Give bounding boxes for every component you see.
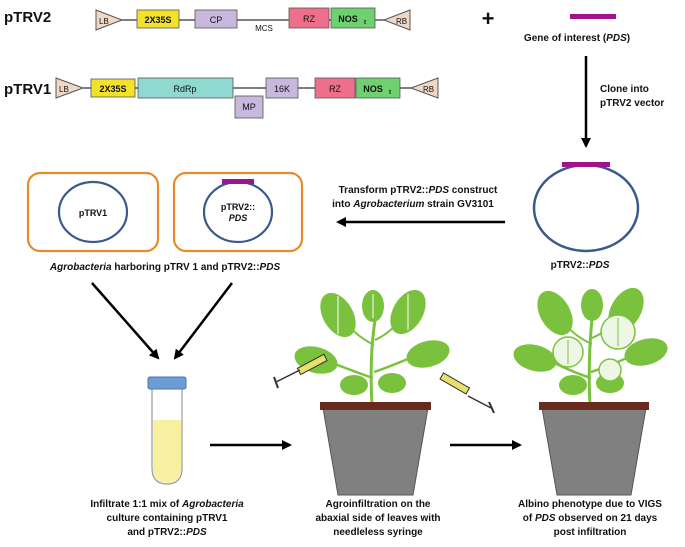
transform-line1: Transform pTRV2::PDS construct <box>339 185 498 196</box>
16k-gene <box>265 77 299 99</box>
mp-gene <box>234 95 264 119</box>
svg-text:of PDS observed on 21 days: of PDS observed on 21 days <box>523 513 658 524</box>
promoter-35s <box>136 9 180 29</box>
ptrv2-pds-plasmid: pTRV2::PDS <box>532 162 640 271</box>
svg-text:post infiltration: post infiltration <box>554 527 627 538</box>
cp-label: CP <box>210 15 223 25</box>
gene-of-interest: Gene of interest (PDS) <box>524 14 630 44</box>
syringe-right <box>439 372 495 414</box>
rdrp-gene <box>137 77 234 99</box>
rz-element <box>288 7 330 29</box>
svg-text:needleless syringe: needleless syringe <box>333 527 423 538</box>
clone-line2: pTRV2 vector <box>600 98 664 109</box>
tube-cap <box>147 376 187 390</box>
merge-arrow-left <box>91 282 160 360</box>
nos-label: NOS <box>338 14 358 24</box>
syringe-left <box>273 353 328 389</box>
agro-box-ptrv1: pTRV1 <box>26 171 160 253</box>
mp-label: MP <box>242 102 256 112</box>
ptrv1-construct: pTRV1 LB 2X35S RdRp MP 16K RZ NOS t RB <box>4 77 439 119</box>
leaf <box>581 289 603 321</box>
nos-terminator <box>330 7 376 29</box>
culture-tube <box>147 376 187 485</box>
leaf <box>406 340 450 368</box>
caption-infiltrate: Infiltrate 1:1 mix of Agrobacteria cultu… <box>90 499 244 538</box>
plus-sign: + <box>482 6 495 31</box>
nos-sub: t <box>364 20 366 26</box>
rb-border-trv1 <box>409 77 439 99</box>
lb-label: LB <box>99 17 109 26</box>
nos-terminator-trv1 <box>355 77 401 99</box>
ptrv2-title: pTRV2 <box>4 9 51 26</box>
rb-label-trv1: RB <box>423 85 434 94</box>
lb-border-trv1 <box>55 77 85 99</box>
plasmid-insert <box>562 162 610 167</box>
ptrv2-construct: pTRV2 LB 2X35S CP MCS RZ NOS t RB <box>4 7 411 33</box>
promoter-label-trv1: 2X35S <box>99 84 126 94</box>
caption-agroinfiltration: Agroinfiltration on the abaxial side of … <box>315 499 440 538</box>
svg-text:Agroinfiltration on the: Agroinfiltration on the <box>326 499 431 510</box>
albino-plant <box>513 287 668 406</box>
caption-albino: Albino phenotype due to VIGS of PDS obse… <box>518 499 662 538</box>
lb-border <box>95 9 124 31</box>
cp-gene <box>194 9 238 29</box>
ptrv1-title: pTRV1 <box>4 81 51 98</box>
pot-1 <box>320 402 431 496</box>
culture-liquid <box>153 420 181 483</box>
promoter-35s-trv1 <box>90 78 136 98</box>
agro-box1-label: pTRV1 <box>79 208 107 218</box>
clone-line1: Clone into <box>600 84 649 95</box>
rz-label-trv1: RZ <box>329 84 341 94</box>
infiltrated-plant <box>294 289 450 406</box>
agro-caption: Agrobacteria harboring pTRV 1 and pTRV2:… <box>49 262 281 273</box>
lb-label-trv1: LB <box>59 85 69 94</box>
svg-text:culture containing pTRV1: culture containing pTRV1 <box>107 513 228 524</box>
gene-label: Gene of interest (PDS) <box>524 33 630 44</box>
rz-label: RZ <box>303 14 315 24</box>
rb-border <box>382 9 411 31</box>
leaf <box>340 375 368 395</box>
leaf <box>559 375 587 395</box>
plasmid-ring <box>532 163 640 253</box>
leaf <box>378 373 406 393</box>
gene-bar <box>570 14 616 19</box>
albino-leaf <box>598 358 622 382</box>
svg-text:Albino phenotype due to VIGS: Albino phenotype due to VIGS <box>518 499 662 510</box>
nos-sub-trv1: t <box>389 90 391 96</box>
pot-2 <box>539 402 649 496</box>
leaf <box>537 290 573 336</box>
transform-line2: into Agrobacterium strain GV3101 <box>332 199 494 210</box>
16k-label: 16K <box>274 84 290 94</box>
rdrp-label: RdRp <box>173 84 196 94</box>
svg-text:Infiltrate 1:1 mix of Agrobact: Infiltrate 1:1 mix of Agrobacteria <box>90 499 244 510</box>
agro-box-ptrv2-pds: pTRV2:: PDS <box>172 171 304 253</box>
promoter-label: 2X35S <box>144 15 171 25</box>
leaf <box>513 344 557 372</box>
mcs-label: MCS <box>255 24 273 33</box>
agro-box2-line1: pTRV2:: <box>221 202 255 212</box>
agro-box2-line2: PDS <box>229 213 248 223</box>
svg-text:and pTRV2::PDS: and pTRV2::PDS <box>127 527 207 538</box>
svg-text:abaxial side of leaves with: abaxial side of leaves with <box>315 513 440 524</box>
rb-label: RB <box>396 17 407 26</box>
merge-arrow-right <box>173 282 233 360</box>
leaf <box>624 338 668 366</box>
rz-element-trv1 <box>314 77 356 99</box>
nos-label-trv1: NOS <box>363 84 383 94</box>
plasmid-label: pTRV2::PDS <box>551 260 610 271</box>
